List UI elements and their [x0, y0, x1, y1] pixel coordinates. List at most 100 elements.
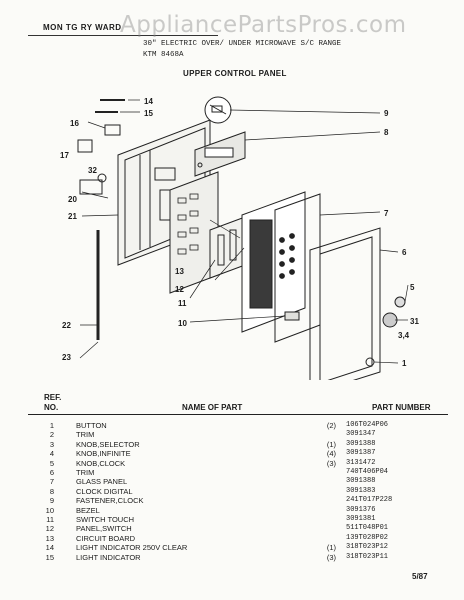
part-number-cell: 3131472: [346, 458, 376, 467]
table-row: 8 CLOCK DIGITAL 3091383: [28, 487, 448, 496]
callout-9: 9: [384, 109, 389, 118]
callout-3-4: 3,4: [398, 331, 410, 340]
table-row: 4 KNOB,INFINITE (4) 3091387: [28, 449, 448, 458]
callout-17: 17: [60, 151, 69, 160]
callout-20: 20: [68, 195, 77, 204]
callout-31: 31: [410, 317, 419, 326]
ref-cell: 4: [49, 449, 54, 459]
part-name-cell: TRIM: [76, 430, 95, 440]
page-date: 5/87: [412, 572, 428, 581]
callout-8: 8: [384, 128, 389, 137]
table-row: 6 TRIM 740T406P04: [28, 468, 448, 477]
indicator-lights: [95, 99, 125, 113]
callout-32: 32: [88, 166, 97, 175]
part-number-cell: 3091347: [346, 430, 376, 439]
ref-cell: 2: [49, 430, 54, 440]
ref-cell: 1: [49, 421, 54, 430]
callout-14: 14: [144, 97, 153, 106]
table-row: 2 TRIM 3091347: [28, 430, 448, 439]
part-name-cell: KNOB,SELECTOR: [76, 439, 140, 449]
callout-22: 22: [62, 321, 71, 330]
table-row: 11 SWITCH TOUCH 3091381: [28, 515, 448, 524]
ref-cell: 13: [45, 533, 54, 543]
part-name-cell: BUTTON: [76, 421, 107, 430]
part-number-cell: 3091383: [346, 486, 376, 495]
part-number-cell: 318T023P12: [346, 543, 389, 552]
quantity-cell: (1): [326, 439, 336, 449]
header-rule: [28, 22, 218, 36]
part-name-cell: LIGHT INDICATOR 250V CLEAR: [76, 543, 188, 553]
part-name-cell: TRIM: [76, 468, 95, 477]
section-title: UPPER CONTROL PANEL: [183, 69, 287, 78]
part-number-cell: 3091376: [346, 505, 376, 514]
table-rule: [28, 414, 448, 415]
part-name-cell: BEZEL: [76, 505, 100, 515]
name-header: NAME OF PART: [182, 403, 243, 412]
table-row: 15 LIGHT INDICATOR (3) 318T023P11: [28, 553, 448, 562]
part-number-cell: 740T406P04: [346, 468, 389, 476]
callout-11: 11: [178, 299, 187, 308]
callout-16: 16: [70, 119, 79, 128]
ref-cell: 11: [46, 515, 54, 524]
callout-10: 10: [178, 319, 187, 328]
ref-cell: 5: [49, 458, 54, 468]
part-number-cell: 241T017P228: [346, 496, 393, 505]
ref-cell: 3: [49, 439, 54, 449]
left-small-parts: [77, 124, 121, 195]
ref-cell: 7: [49, 477, 54, 487]
table-row: 1 BUTTON (2) 106T024P06: [28, 421, 448, 430]
part-number-cell: 511T048P01: [346, 524, 389, 533]
part-number-cell: 3091387: [346, 449, 376, 458]
clock-module: [194, 131, 246, 177]
quantity-cell: (4): [326, 449, 336, 459]
ref-cell: 12: [45, 524, 54, 534]
callout-7: 7: [384, 209, 389, 218]
callout-15: 15: [144, 109, 153, 118]
part-name-cell: SWITCH TOUCH: [76, 515, 135, 524]
model-label: MON TG RY WARD: [43, 23, 122, 32]
subtitle-line-2: KTM 8468A: [143, 51, 184, 59]
part-name-cell: CLOCK DIGITAL: [76, 486, 133, 496]
part-header: PART NUMBER: [372, 403, 431, 412]
part-name-cell: KNOB,INFINITE: [76, 449, 131, 459]
part-name-cell: KNOB,CLOCK: [76, 458, 126, 468]
ref-cell: 9: [49, 496, 54, 506]
exploded-parts-diagram: 14 15 16 17 32 20 21 9 8 7 6 5 31 3,4 1 …: [60, 96, 419, 380]
knobs: [365, 296, 406, 367]
part-name-cell: CIRCUIT BOARD: [76, 533, 136, 543]
part-name-cell: LIGHT INDICATOR: [76, 552, 141, 562]
part-number-cell: 3091388: [346, 477, 376, 486]
subtitle-line-1: 30" ELECTRIC OVER/ UNDER MICROWAVE S/C R…: [143, 40, 342, 48]
ref-cell: 15: [45, 552, 54, 562]
ref-cell: 10: [45, 505, 54, 515]
part-number-cell: 318T023P11: [346, 552, 389, 561]
quantity-cell: (3): [326, 552, 336, 562]
quantity-cell: (1): [326, 543, 336, 553]
table-row: 13 CIRCUIT BOARD 139T028P02: [28, 534, 448, 543]
bezel: [241, 191, 306, 333]
part-number-cell: 3091381: [346, 515, 376, 523]
fastener-inset: [204, 96, 232, 124]
table-row: 5 KNOB,CLOCK (3) 3131472: [28, 459, 448, 468]
part-name-cell: FASTENER,CLOCK: [76, 496, 144, 506]
part-name-cell: PANEL,SWITCH: [76, 524, 132, 534]
bezel-small: [284, 311, 300, 321]
table-row: 9 FASTENER,CLOCK 241T017P228: [28, 496, 448, 505]
ref-cell: 8: [49, 486, 54, 496]
callout-6: 6: [402, 248, 407, 257]
table-row: 12 PANEL,SWITCH 511T048P01: [28, 524, 448, 533]
callout-1: 1: [402, 359, 407, 368]
callout-21: 21: [68, 212, 77, 221]
watermark: AppliancePartsPros.com: [120, 12, 407, 38]
callout-12: 12: [175, 285, 184, 294]
callout-13: 13: [175, 267, 184, 276]
quantity-cell: (2): [326, 421, 336, 430]
ref-cell: 6: [49, 468, 54, 477]
part-name-cell: GLASS PANEL: [76, 477, 128, 487]
quantity-cell: (3): [326, 458, 336, 468]
part-number-cell: 106T024P06: [346, 421, 389, 429]
table-row: 7 GLASS PANEL 3091388: [28, 477, 448, 486]
part-number-cell: 139T028P02: [346, 533, 389, 542]
